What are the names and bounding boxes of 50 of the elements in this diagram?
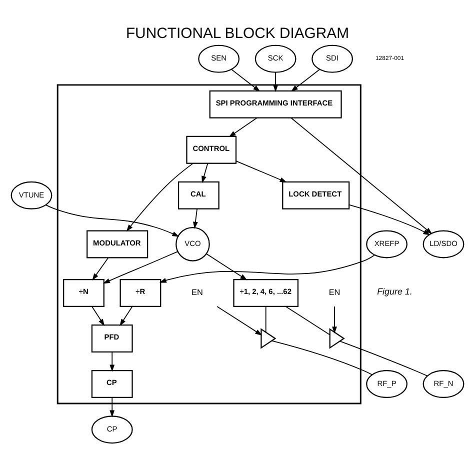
node-box: MODULATOR [86,230,148,258]
connector [265,306,266,332]
arrow [236,160,287,182]
arrow [206,252,248,280]
arrow [193,208,198,228]
node-text: EN [191,288,203,297]
caption: Figure 1. [377,286,412,296]
arrow [228,116,258,137]
node-box: PFD [91,324,133,352]
node-ellipse: XREFP [366,230,408,258]
arrow [126,162,194,232]
arrow [110,396,115,417]
arrow [202,162,208,183]
arrow [216,306,262,335]
node-box: ÷N [63,278,104,306]
node-triangle [260,328,276,348]
arrow [45,204,180,236]
connector [339,340,428,376]
arrow [159,254,376,282]
node-triangle [329,328,345,348]
node-box: CAL [178,180,220,209]
node-ellipse: SDI [312,44,353,72]
node-box: ÷R [120,278,162,306]
node-box: ÷1, 2, 4, 6, ...62 [233,278,299,306]
node-ellipse: SCK [254,44,296,72]
diagram-title: FUNCTIONAL BLOCK DIAGRAM [126,24,350,42]
arrow [92,256,109,280]
arrow [92,306,105,326]
node-ellipse: RF_N [422,370,464,398]
arrow [230,68,260,92]
arrow [290,116,432,234]
node-text: EN [328,288,340,297]
arrow [348,204,430,235]
connector [285,306,330,335]
arrow [273,71,278,92]
arrow [332,306,337,334]
node-box: CP [91,370,133,398]
arrow [102,250,178,284]
node-box: LOCK DETECT [282,180,350,209]
node-ellipse: RF_P [366,370,408,398]
node-circle: VCO [176,226,210,261]
node-ellipse: CP [91,415,133,444]
node-ellipse: SEN [198,44,240,72]
connector [272,340,372,375]
arrow [290,68,320,92]
arrow [110,351,115,372]
arrow [120,306,133,326]
node-ellipse: VTUNE [10,180,52,209]
node-box: CONTROL [186,135,237,164]
node-box: SPI PROGRAMMING INTERFACE [209,90,342,118]
